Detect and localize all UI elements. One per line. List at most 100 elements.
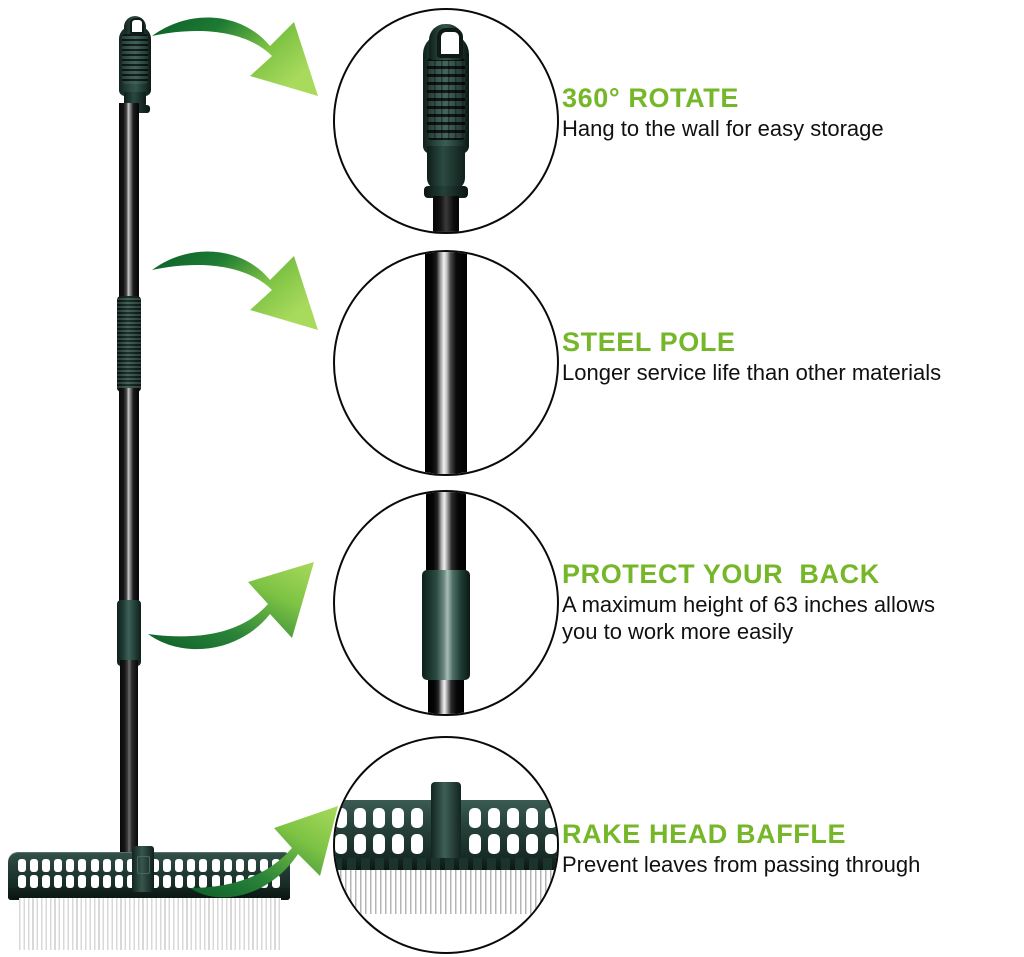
feature-title-steel-pole: STEEL POLE	[562, 327, 736, 357]
pole-lower-segment	[120, 660, 138, 890]
rake-slot	[411, 834, 424, 854]
rake-slot	[42, 859, 51, 872]
rake-slot	[468, 808, 481, 828]
callout-circle-steel-pole	[333, 250, 559, 476]
curved-arrow-up-right-icon	[148, 562, 314, 650]
height-adjust-collar	[117, 600, 141, 666]
feature-description-steel-pole: Longer service life than other materials	[562, 360, 942, 386]
pole-middle-segment	[119, 388, 139, 620]
rake-slot	[114, 875, 123, 888]
rake-slot	[335, 834, 347, 854]
rake-slot	[187, 875, 196, 888]
rake-closeup-bristles	[335, 870, 557, 914]
handle-closeup-ribs	[427, 58, 465, 140]
rake-slot	[163, 875, 172, 888]
rake-slot	[259, 859, 268, 872]
handle-closeup-taper	[427, 146, 465, 190]
rake-slot	[42, 875, 51, 888]
rake-slot	[487, 834, 500, 854]
rake-closeup-slot-row-bottom	[335, 834, 557, 854]
rake-slot	[163, 859, 172, 872]
rake-slot	[468, 834, 481, 854]
rake-slot	[90, 859, 99, 872]
rake-slot	[151, 875, 160, 888]
rake-bristles	[19, 898, 281, 950]
pole-upper-segment	[119, 103, 139, 305]
rake-slot	[392, 834, 405, 854]
curved-arrow-up-right-icon	[190, 806, 338, 898]
rake-slot	[506, 808, 519, 828]
rake-slot	[66, 859, 75, 872]
rake-slot	[247, 859, 256, 872]
feature-title-protect-back: PROTECT YOUR BACK	[562, 559, 880, 589]
rake-slot	[175, 859, 184, 872]
rake-slot	[199, 875, 208, 888]
rake-slot	[114, 859, 123, 872]
rake-stem-cap	[137, 856, 150, 874]
handle-closeup-pole	[433, 196, 459, 232]
rake-slot	[373, 834, 386, 854]
rake-slot	[175, 875, 184, 888]
rake-slot	[102, 875, 111, 888]
feature-block-steel-pole: STEEL POLE Longer service life than othe…	[562, 328, 1024, 387]
curved-arrow-down-right-icon	[152, 251, 318, 330]
rake-slot	[354, 834, 367, 854]
rake-slot	[30, 859, 39, 872]
rake-slot	[525, 808, 538, 828]
rake-slot	[506, 834, 519, 854]
hang-loop-icon	[130, 18, 144, 34]
feature-block-rake-head-baffle: RAKE HEAD BAFFLE Prevent leaves from pas…	[562, 820, 1024, 879]
mid-grip-sleeve	[117, 296, 141, 392]
rake-slot	[354, 808, 367, 828]
rake-slot	[102, 859, 111, 872]
rake-slot	[487, 808, 500, 828]
rake-slot	[18, 875, 26, 888]
feature-block-protect-back: PROTECT YOUR BACK A maximum height of 63…	[562, 560, 1024, 646]
rake-slot	[54, 875, 63, 888]
rake-closeup-slot-row-top	[335, 808, 557, 828]
rake-slot	[411, 808, 424, 828]
rake-slot	[187, 859, 196, 872]
rake-slot	[544, 808, 557, 828]
handle-ribs	[122, 34, 148, 84]
rake-head-closeup	[335, 782, 557, 914]
collar-closeup-pole-bottom	[428, 674, 464, 714]
rake-slot	[54, 859, 63, 872]
rake-slot	[199, 859, 208, 872]
callout-circle-rake-head	[333, 736, 559, 954]
hang-loop-icon	[437, 28, 463, 58]
rake-slot	[235, 859, 244, 872]
rake-slot	[223, 875, 232, 888]
rake-slot	[544, 834, 557, 854]
rake-slot	[211, 859, 220, 872]
rake-slot	[126, 875, 135, 888]
feature-block-rotate: 360° ROTATE Hang to the wall for easy st…	[562, 84, 1024, 143]
rake-slot	[211, 875, 220, 888]
feature-title-rake-head-baffle: RAKE HEAD BAFFLE	[562, 819, 847, 849]
rake-slot	[392, 808, 405, 828]
rake-slot	[223, 859, 232, 872]
rake-slot	[373, 808, 386, 828]
feature-description-rotate: Hang to the wall for easy storage	[562, 116, 884, 142]
feature-description-rake-head-baffle: Prevent leaves from passing through	[562, 852, 921, 878]
product-illustration	[0, 0, 330, 957]
handle-closeup-flange	[424, 186, 468, 198]
rake-slot	[151, 859, 160, 872]
rake-closeup-teeth	[335, 858, 557, 872]
collar-closeup-sleeve	[422, 570, 470, 680]
callout-circle-handle	[333, 8, 559, 234]
curved-arrow-down-right-icon	[152, 17, 318, 97]
rake-slot	[30, 875, 39, 888]
rake-slot	[90, 875, 99, 888]
rake-slot	[18, 859, 26, 872]
rake-closeup-stem	[431, 782, 461, 858]
feature-title-rotate: 360° ROTATE	[562, 83, 739, 113]
rake-slot	[525, 834, 538, 854]
rake-slot-row-top	[18, 859, 280, 872]
rake-slot	[126, 859, 135, 872]
rake-slot	[78, 859, 87, 872]
rake-slot	[66, 875, 75, 888]
feature-description-protect-back: A maximum height of 63 inches allows you…	[562, 592, 935, 645]
rake-slot	[78, 875, 87, 888]
